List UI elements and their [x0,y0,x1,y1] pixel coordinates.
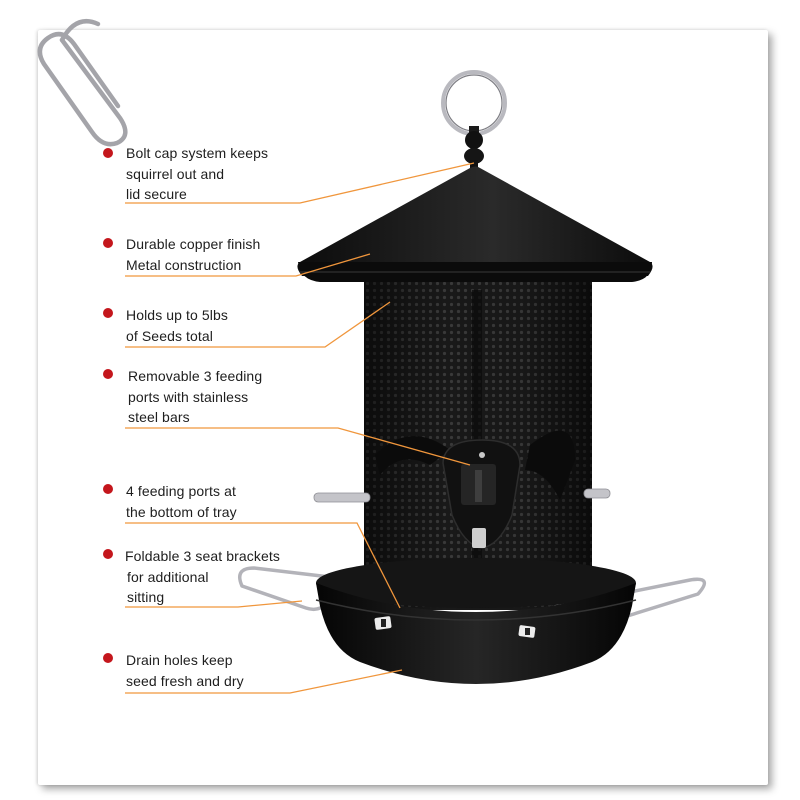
feature-line: Metal construction [126,256,242,273]
feature-capacity: Holds up to 5lbs of Seeds total [103,305,228,346]
hanging-ring [441,70,507,136]
leader-line-drain-holes [125,669,403,694]
feature-line: the bottom of tray [126,503,237,520]
roof-lid [297,166,653,282]
feature-line: Bolt cap system keeps [126,145,269,161]
bolt-cap [464,126,484,170]
feature-line: Foldable 3 seat brackets [125,548,280,564]
bullet-dot-icon [103,148,113,158]
feature-line: steel bars [128,409,190,425]
leader-line-feeding-ports-removable [125,427,471,466]
bullet-dot-icon [103,308,113,318]
feeding-port-plate [442,439,521,549]
feature-line: for additional [127,568,209,585]
feature-feeding-ports-tray: 4 feeding ports at the bottom of tray [103,481,237,522]
feature-line: Removable 3 feeding [128,368,263,384]
leader-line-copper-finish [125,253,371,277]
feature-line: sitting [127,589,165,605]
feature-line: Holds up to 5lbs [126,307,228,323]
feature-line: lid secure [126,186,187,202]
feature-line: 4 feeding ports at [126,483,236,499]
bullet-dot-icon [103,484,113,494]
feature-line: squirrel out and [126,165,225,182]
leader-line-feeding-ports-tray [125,522,401,609]
leader-lines [125,162,475,694]
bullet-dot-icon [103,549,113,559]
feature-copper-finish: Durable copper finish Metal construction [103,234,261,275]
feature-seat-brackets: Foldable 3 seat brackets for additional … [103,546,280,608]
feature-line: Drain holes keep [126,652,233,668]
leader-line-seat-brackets [125,600,303,608]
bullet-dot-icon [103,369,113,379]
feature-feeding-ports-removable: Removable 3 feeding ports with stainless… [103,366,263,428]
feature-line: Durable copper finish [126,236,261,252]
feature-line: seed fresh and dry [126,672,244,689]
leader-line-capacity [125,301,391,348]
feeding-tray [315,558,637,684]
feature-drain-holes: Drain holes keep seed fresh and dry [103,650,244,691]
feature-line: of Seeds total [126,327,214,344]
leader-line-bolt-cap [125,162,475,204]
feature-line: ports with stainless [128,388,249,405]
bullet-dot-icon [103,653,113,663]
paperclip-icon [37,19,128,147]
perch-bars [313,488,611,503]
feature-bolt-cap: Bolt cap system keeps squirrel out and l… [103,143,269,205]
bullet-dot-icon [103,238,113,248]
